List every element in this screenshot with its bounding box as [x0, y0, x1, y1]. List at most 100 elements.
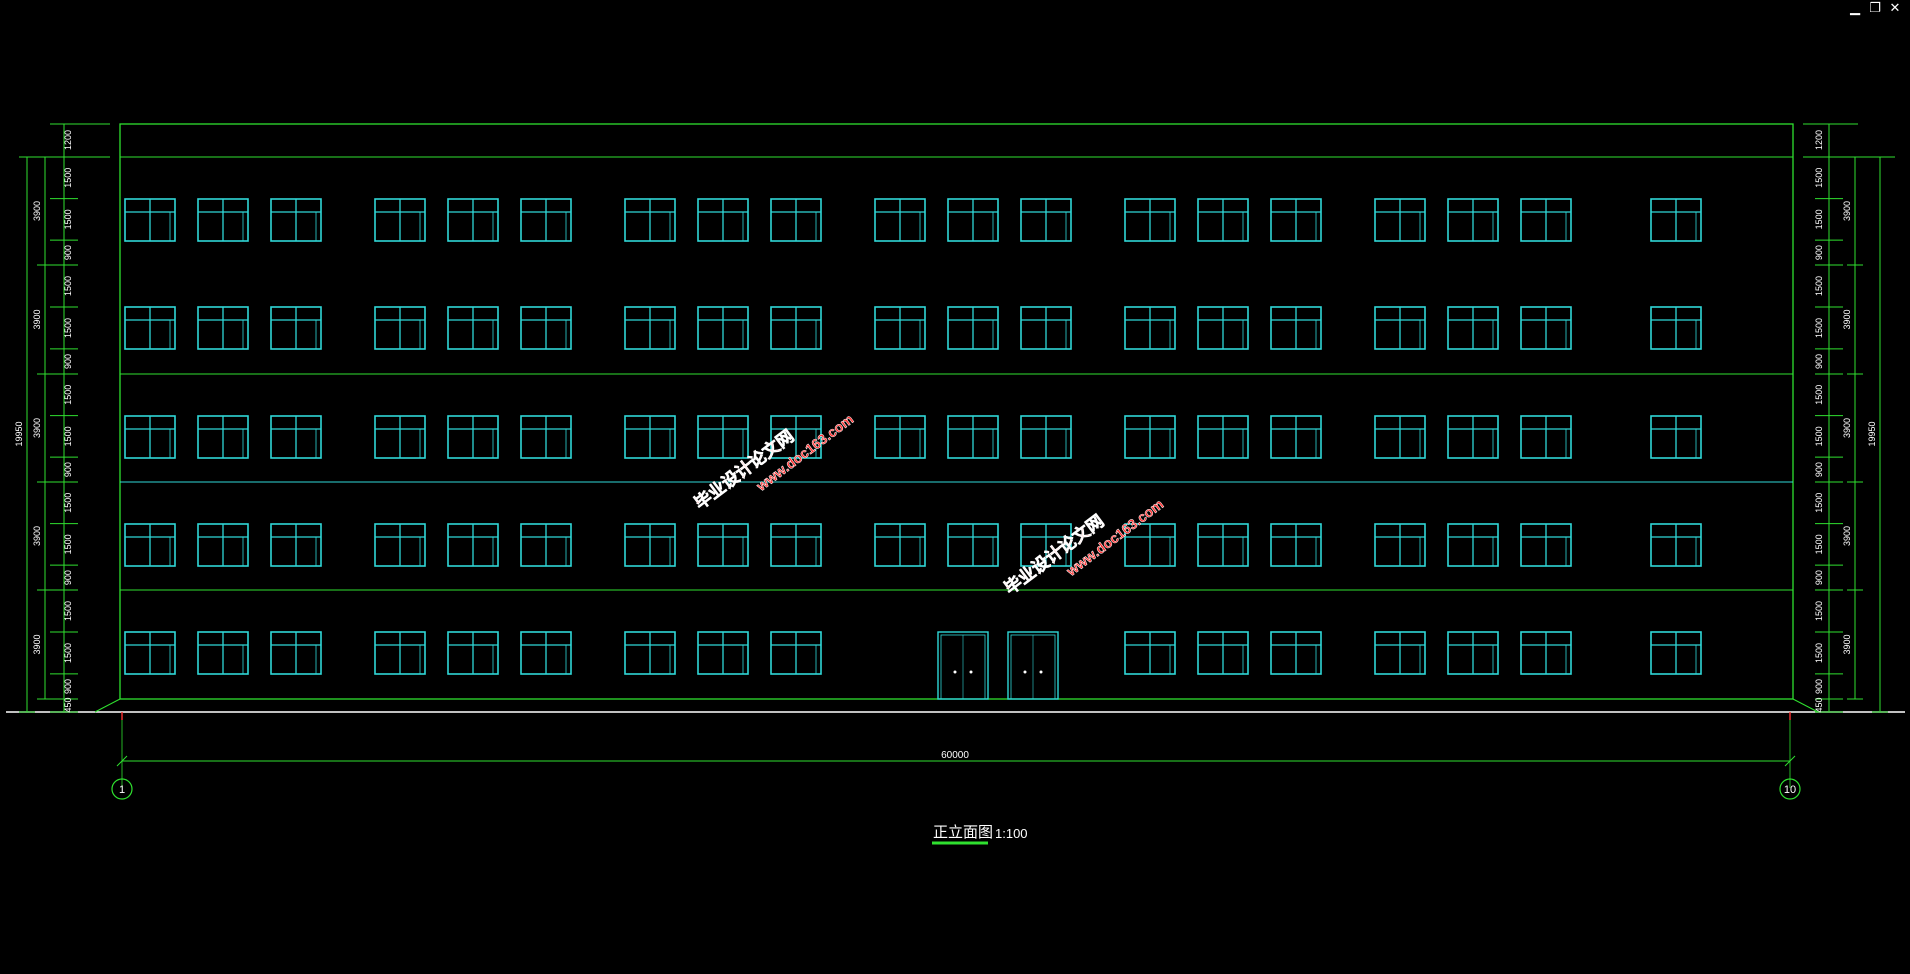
window — [1520, 631, 1572, 675]
minimize-icon[interactable]: ▁ — [1850, 1, 1860, 16]
window — [1020, 415, 1072, 459]
dim-tick — [116, 755, 128, 767]
window — [770, 523, 822, 567]
window — [447, 306, 499, 350]
dim-label: 1500 — [63, 601, 73, 621]
window — [1270, 523, 1322, 567]
window — [197, 198, 249, 242]
axis-bubble-10: 10 — [1779, 778, 1801, 800]
window — [1270, 631, 1322, 675]
window — [624, 306, 676, 350]
window — [1020, 523, 1072, 567]
entrance-doors — [937, 631, 1059, 700]
window — [874, 306, 926, 350]
dim-label: 1500 — [1814, 276, 1824, 296]
window — [1447, 198, 1499, 242]
dim-label: 1500 — [1814, 601, 1824, 621]
dim-label-floor: 3900 — [1842, 526, 1852, 546]
window — [1374, 523, 1426, 567]
window — [1374, 631, 1426, 675]
window — [624, 631, 676, 675]
dim-label: 1500 — [63, 534, 73, 554]
window — [374, 631, 426, 675]
overall-length-label: 60000 — [941, 750, 969, 761]
door — [937, 631, 989, 700]
window — [947, 523, 999, 567]
dim-label-floor: 3900 — [32, 526, 42, 546]
drawing-title: 正立面图 — [933, 824, 993, 841]
window — [1124, 306, 1176, 350]
window — [447, 198, 499, 242]
dim-label-floor: 3900 — [32, 201, 42, 221]
window — [1197, 306, 1249, 350]
window — [270, 523, 322, 567]
dim-label: 1500 — [63, 426, 73, 446]
dim-label-parapet: 1200 — [1814, 130, 1824, 150]
dim-label-floor: 3900 — [1842, 201, 1852, 221]
window — [520, 523, 572, 567]
window — [447, 523, 499, 567]
dim-label: 900 — [63, 245, 73, 260]
window — [947, 306, 999, 350]
dim-label: 1500 — [1814, 426, 1824, 446]
window — [447, 631, 499, 675]
window — [374, 523, 426, 567]
window — [624, 198, 676, 242]
door-handle — [953, 670, 957, 674]
dim-label: 1500 — [63, 209, 73, 229]
window — [1447, 523, 1499, 567]
window — [624, 523, 676, 567]
door-handle — [1023, 670, 1027, 674]
dim-label: 1500 — [1814, 534, 1824, 554]
dim-label-total: 19950 — [14, 421, 24, 446]
window — [1124, 523, 1176, 567]
window — [1650, 523, 1702, 567]
dim-label: 1500 — [63, 385, 73, 405]
window — [1520, 523, 1572, 567]
window — [947, 198, 999, 242]
close-icon[interactable]: ✕ — [1889, 1, 1901, 16]
restore-icon[interactable]: ❐ — [1869, 1, 1881, 16]
window-controls: ▁ ❐ ✕ — [1848, 2, 1902, 16]
window — [1197, 523, 1249, 567]
window — [374, 198, 426, 242]
window — [1270, 198, 1322, 242]
dimension-lines: 1200 1500 1500 900 1500 1500 900 1500 1500 900 150… — [14, 123, 1895, 788]
window — [124, 198, 176, 242]
dim-label: 900 — [63, 354, 73, 369]
window — [697, 523, 749, 567]
window — [697, 415, 749, 459]
window — [1447, 306, 1499, 350]
window — [124, 306, 176, 350]
axis-markers: 1 10 — [111, 778, 1801, 800]
dim-label: 900 — [1814, 354, 1824, 369]
window — [770, 198, 822, 242]
dim-label: 1500 — [1814, 493, 1824, 513]
window — [624, 415, 676, 459]
dim-label: 1500 — [63, 643, 73, 663]
dim-label: 900 — [1814, 570, 1824, 585]
window — [124, 415, 176, 459]
window — [124, 631, 176, 675]
dim-label: 1500 — [63, 168, 73, 188]
dim-label: 900 — [1814, 679, 1824, 694]
window — [770, 306, 822, 350]
window — [197, 415, 249, 459]
dim-label-floor: 3900 — [32, 418, 42, 438]
dim-label-plinth: 450 — [63, 697, 73, 712]
drawing-scale: 1:100 — [995, 826, 1028, 841]
dim-label-floor: 3900 — [1842, 309, 1852, 329]
window — [1520, 415, 1572, 459]
window — [124, 523, 176, 567]
dim-label-floor: 3900 — [32, 309, 42, 329]
axis-label: 1 — [119, 784, 125, 796]
window — [1650, 198, 1702, 242]
window — [1197, 631, 1249, 675]
window — [197, 306, 249, 350]
dim-label-parapet: 1200 — [63, 130, 73, 150]
axis-circle — [111, 778, 133, 800]
window — [1197, 415, 1249, 459]
window — [1124, 631, 1176, 675]
dim-label-plinth: 450 — [1814, 697, 1824, 712]
